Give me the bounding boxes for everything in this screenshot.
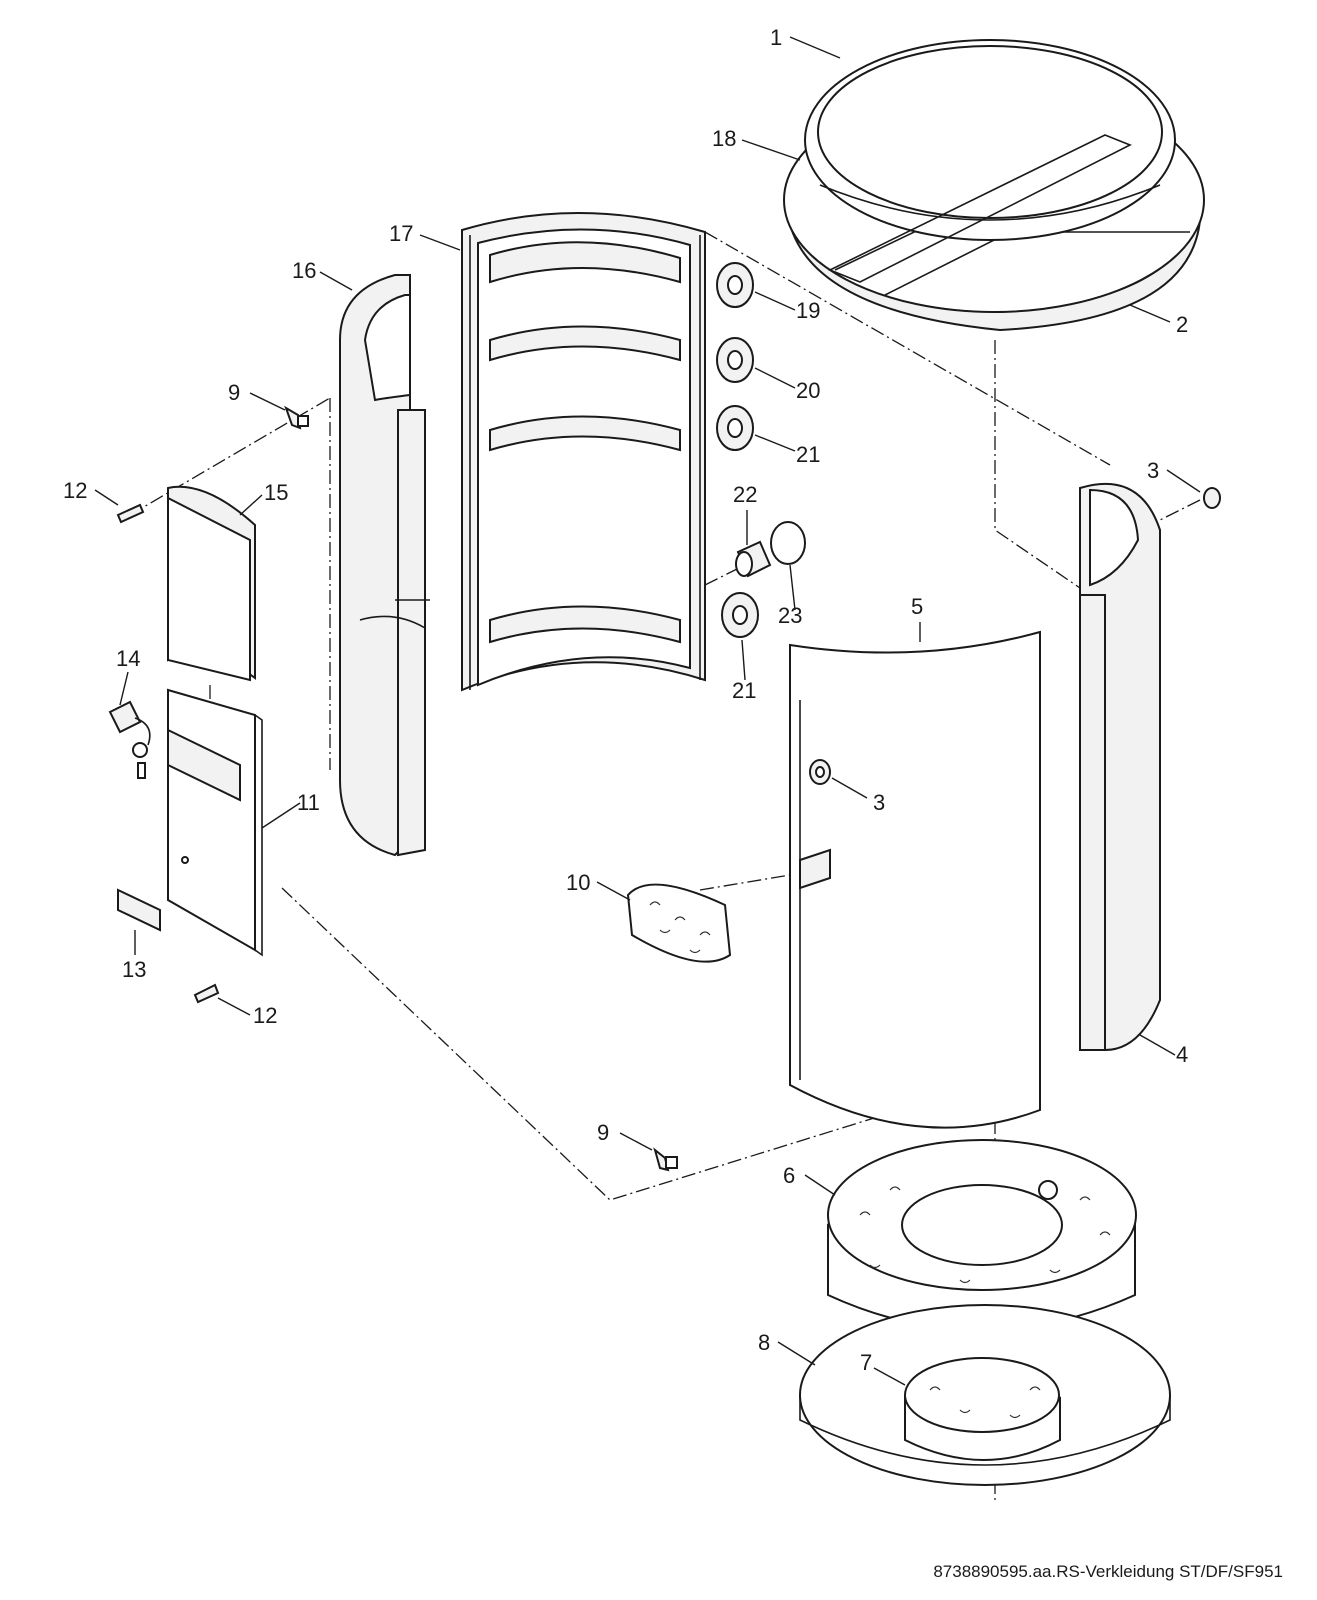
part-16-left-side-panel	[339, 274, 430, 857]
part-14-sensor	[108, 700, 151, 779]
part-22-plug	[735, 540, 772, 578]
callout-7: 7	[860, 1350, 872, 1375]
part-19-ring	[716, 262, 754, 308]
callout-21: 21	[796, 442, 820, 467]
part-13-strip	[117, 888, 161, 932]
part-7-inner-insulation	[904, 1357, 1061, 1461]
part-12-screw-upper	[116, 503, 145, 524]
part-4-right-side-panel	[1079, 482, 1221, 1051]
part-11-front-panel	[167, 688, 263, 957]
callout-15: 15	[264, 480, 288, 505]
part-1-top-ring	[804, 39, 1176, 283]
callout-19: 19	[796, 298, 820, 323]
part-21-ring-lower	[721, 592, 759, 638]
callout-3-front: 3	[873, 790, 885, 815]
callout-17: 17	[389, 221, 413, 246]
callout-1: 1	[770, 25, 782, 50]
document-reference-footer: 8738890595.aa.RS-Verkleidung ST/DF/SF951	[933, 1562, 1283, 1581]
callout-23: 23	[778, 603, 802, 628]
callout-9: 9	[228, 380, 240, 405]
callout-16: 16	[292, 258, 316, 283]
part-21-ring-upper	[716, 405, 754, 451]
callout-20: 20	[796, 378, 820, 403]
callout-13: 13	[122, 957, 146, 982]
part-15-control-cover	[167, 485, 256, 682]
leader-lines	[94, 36, 1201, 1386]
callout-2: 2	[1176, 312, 1188, 337]
part-9-clip-upper	[284, 405, 309, 430]
part-10-insulation-block	[626, 883, 732, 963]
part-6-insulation-ring	[827, 1139, 1137, 1331]
callout-5: 5	[911, 594, 923, 619]
callout-12: 12	[63, 478, 87, 503]
part-12-screw-lower	[193, 983, 220, 1004]
callout-6: 6	[783, 1163, 795, 1188]
callout-11: 11	[297, 790, 320, 815]
callout-8: 8	[758, 1330, 770, 1355]
callout-21-lower: 21	[732, 678, 756, 703]
part-23-o-ring	[770, 521, 806, 565]
callout-18: 18	[712, 126, 736, 151]
callout-22: 22	[733, 482, 757, 507]
callout-14: 14	[116, 646, 140, 671]
callouts: 1 18 2 3 4 5 3 6 8 7 9 9 10 11 12 12 13 …	[63, 25, 1188, 1375]
callout-4: 4	[1176, 1042, 1188, 1067]
callout-10: 10	[566, 870, 590, 895]
part-5-front-shell	[789, 630, 1041, 1129]
part-17-back-shell	[461, 212, 706, 692]
part-9-clip-lower	[653, 1147, 678, 1172]
callout-9-lower: 9	[597, 1120, 609, 1145]
part-20-ring	[716, 337, 754, 383]
callout-3: 3	[1147, 458, 1159, 483]
callout-12-lower: 12	[253, 1003, 277, 1028]
